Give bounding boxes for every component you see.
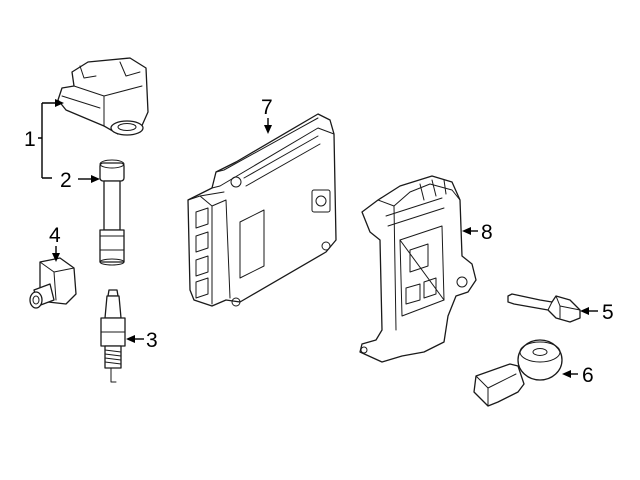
sensor-icon: [29, 257, 77, 309]
ignition-coil-icon: [57, 57, 149, 136]
callout-2: 2: [60, 169, 72, 192]
callout-1: 1: [24, 128, 36, 151]
callout-5: 5: [602, 301, 614, 324]
arrowhead-2: [91, 175, 100, 183]
knock-sensor-icon: [473, 339, 563, 407]
ecm-icon: [187, 113, 337, 307]
arrowhead-7: [264, 125, 272, 134]
leader-lines: [38, 99, 598, 378]
arrowhead-5: [580, 307, 589, 315]
arrowhead-6: [562, 370, 571, 378]
callout-4: 4: [49, 224, 61, 247]
callout-8: 8: [481, 221, 493, 244]
arrowhead-4: [52, 253, 60, 262]
arrowhead-3: [126, 335, 135, 343]
leader-1: [38, 102, 56, 179]
sensor-bracket-icon: [507, 293, 581, 323]
arrowhead-8: [462, 227, 471, 235]
spark-plug-icon: [100, 289, 126, 383]
callout-3: 3: [146, 329, 158, 352]
ecm-bracket-icon: [359, 175, 477, 363]
callout-7: 7: [261, 96, 273, 119]
arrowhead-1: [55, 99, 64, 107]
callout-6: 6: [582, 364, 594, 387]
coil-boot-icon: [99, 159, 125, 266]
